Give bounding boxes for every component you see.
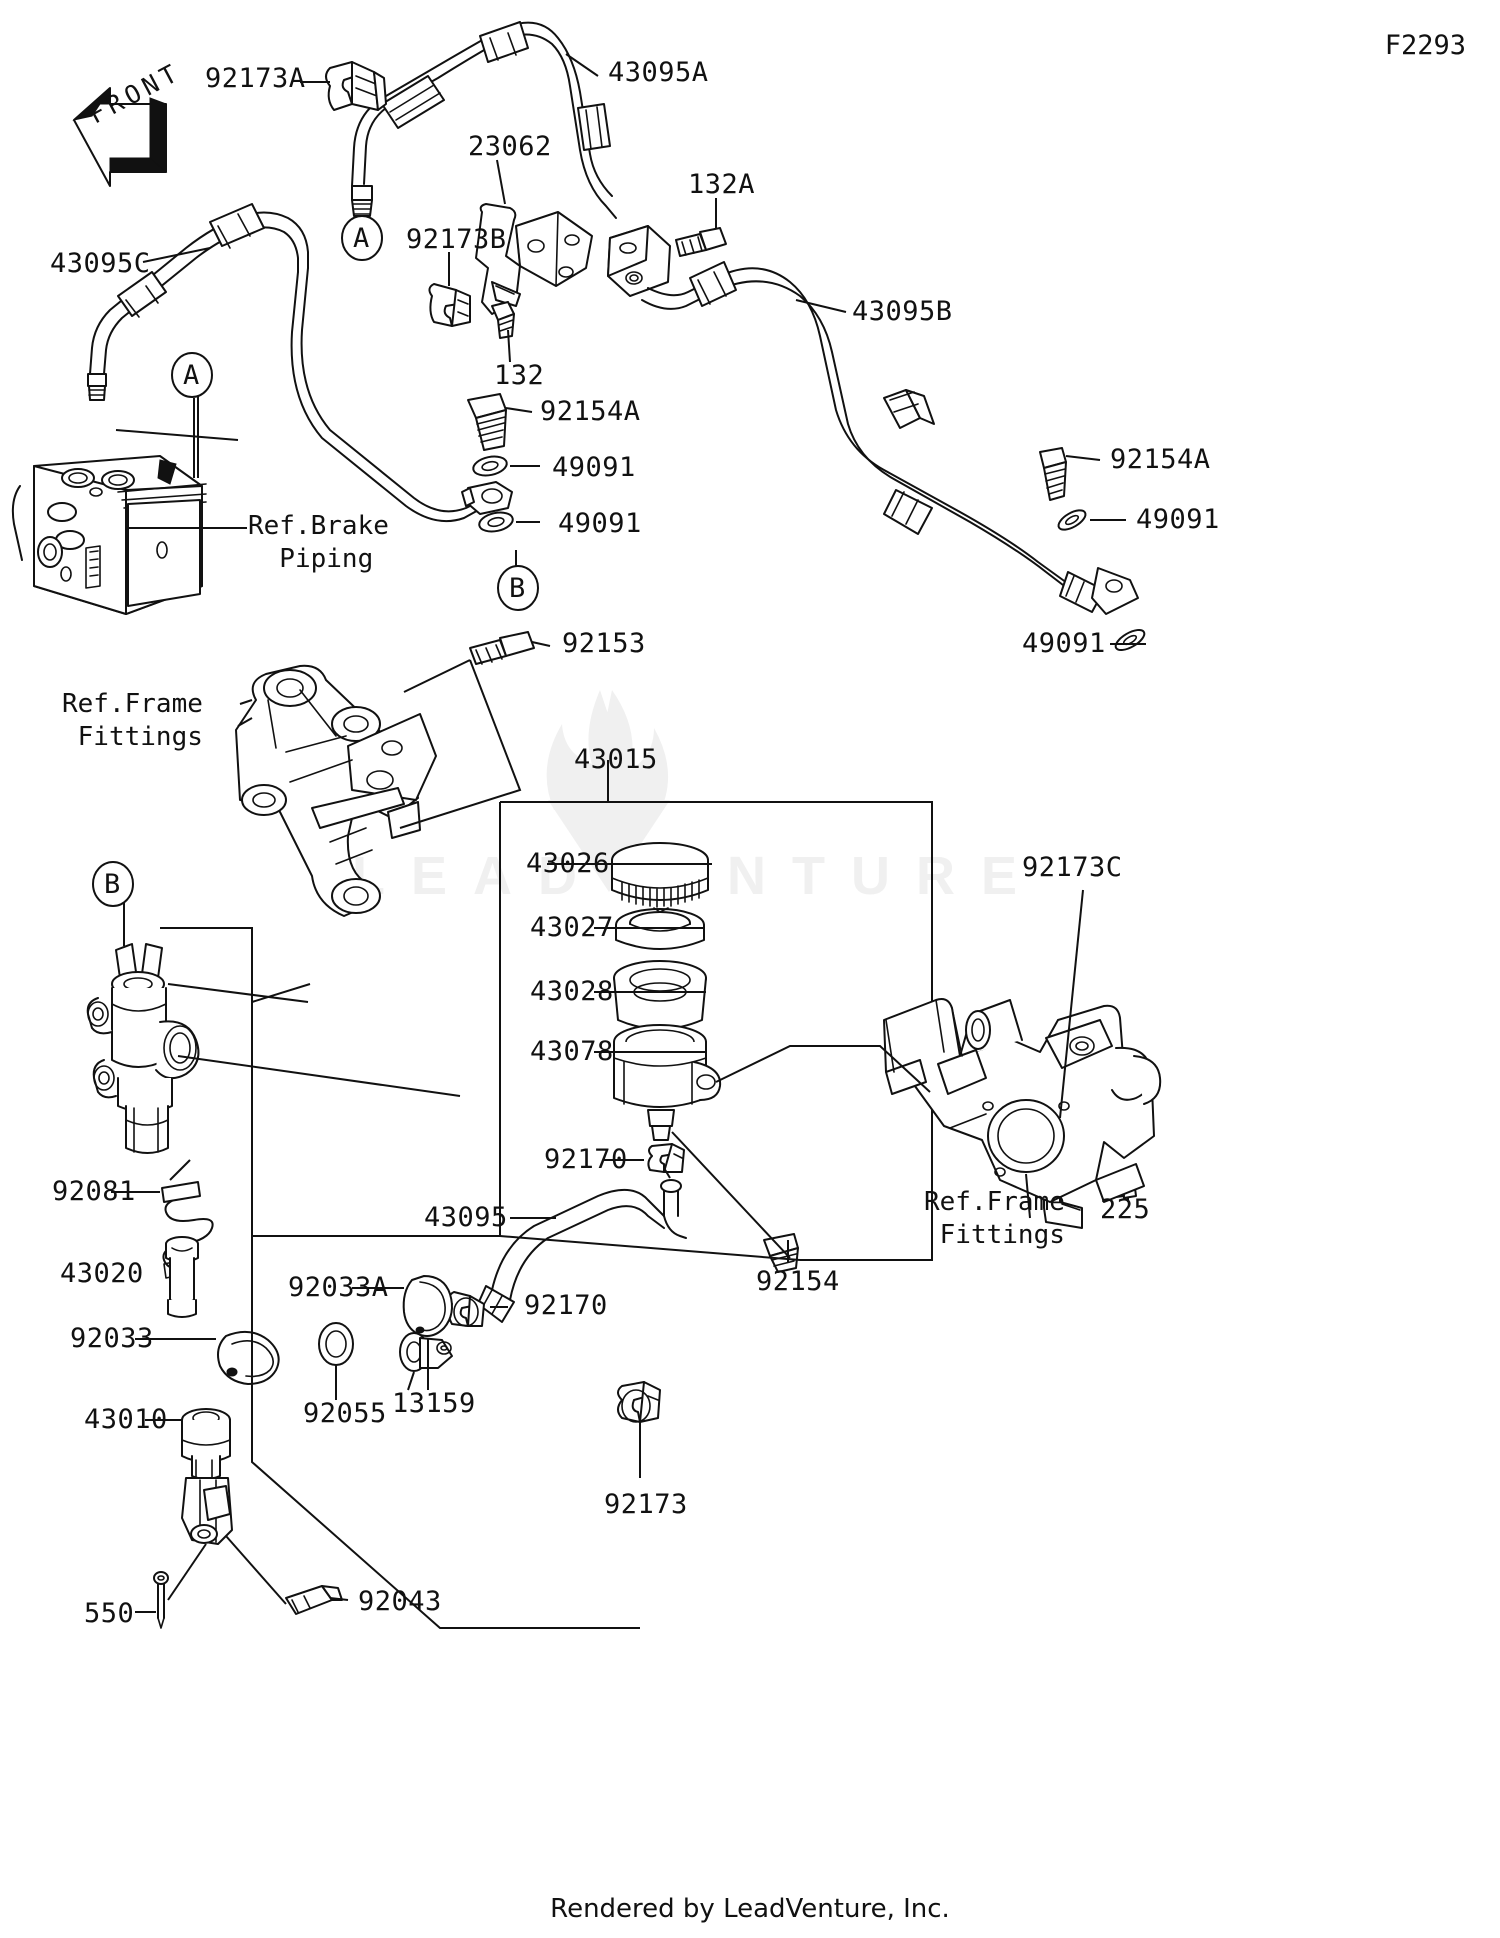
washer-49091-left-upper (472, 455, 508, 477)
part-label-43028[interactable]: 43028 (530, 976, 614, 1007)
piston-43020 (165, 1236, 199, 1318)
snap-ring-92033 (217, 1330, 280, 1385)
push-rod-43010 (181, 1408, 233, 1545)
part-label-49091-l2[interactable]: 49091 (558, 508, 642, 539)
ref-frame-fittings-upper: Ref.Frame Fittings (62, 688, 203, 753)
diaphragm-43028 (613, 960, 707, 1030)
footer-credit: Rendered by LeadVenture, Inc. (550, 1894, 950, 1924)
ref-brake-piping: Ref.Brake Piping (248, 510, 389, 575)
watermark-text: LEADVENTURE (352, 846, 1044, 906)
part-label-92173[interactable]: 92173 (604, 1489, 688, 1520)
part-label-92033[interactable]: 92033 (70, 1323, 154, 1354)
ref-frame-fittings-upper-line1: Ref.Frame (62, 689, 203, 719)
part-label-92043[interactable]: 92043 (358, 1586, 442, 1617)
part-label-92154[interactable]: 92154 (756, 1266, 840, 1297)
front-label: FRONT (80, 57, 186, 174)
part-label-43095C[interactable]: 43095C (50, 248, 151, 279)
part-label-92153[interactable]: 92153 (562, 628, 646, 659)
banjo-fitting-left (461, 481, 513, 515)
spring-92081 (161, 1181, 214, 1279)
callout-b-lower: B (104, 869, 121, 900)
part-label-49091-l1[interactable]: 49091 (552, 452, 636, 483)
part-label-43095B[interactable]: 43095B (852, 296, 953, 327)
snap-ring-92033A (402, 1275, 453, 1337)
bolt-132 (491, 301, 515, 339)
part-label-92081[interactable]: 92081 (52, 1176, 136, 1207)
hose-clamp-92173 (617, 1381, 661, 1423)
part-label-43095[interactable]: 43095 (424, 1202, 508, 1233)
joint-13159 (399, 1332, 453, 1372)
ref-brake-piping-line1: Ref.Brake (248, 511, 389, 541)
ref-frame-fittings-lower: Ref.Frame Fittings (924, 1186, 1065, 1251)
part-label-92170-top[interactable]: 92170 (544, 1144, 628, 1175)
washer-49091-right-lower (1114, 628, 1146, 652)
o-ring-92055 (318, 1322, 354, 1366)
clip-92173A (325, 61, 387, 111)
washer-49091-left-lower (478, 511, 514, 533)
bolt-132A (675, 227, 727, 257)
part-label-92154A-left[interactable]: 92154A (540, 396, 641, 427)
cotter-pin-550 (153, 1571, 169, 1629)
clip-92173B (428, 283, 471, 327)
part-label-132A[interactable]: 132A (688, 169, 756, 200)
bolt-92153 (469, 631, 535, 665)
frame-bracket-lower (883, 998, 1162, 1203)
master-cylinder-body (86, 943, 200, 1154)
part-label-23062[interactable]: 23062 (468, 131, 552, 162)
part-label-92055[interactable]: 92055 (303, 1398, 387, 1429)
pin-92043 (285, 1585, 343, 1615)
hose-clamp-92170-upper (647, 1143, 685, 1173)
part-label-49091-r2[interactable]: 49091 (1022, 628, 1106, 659)
part-label-43026[interactable]: 43026 (526, 848, 610, 879)
part-label-43015[interactable]: 43015 (574, 744, 658, 775)
leader-lines (111, 53, 1146, 1629)
part-label-43020[interactable]: 43020 (60, 1258, 144, 1289)
front-label-text: FRONT (84, 56, 187, 130)
reservoir-43078 (613, 1024, 722, 1141)
sheet-code: F2293 (1384, 30, 1466, 61)
callout-a-top: A (353, 223, 370, 254)
ref-frame-fittings-lower-line2: Fittings (924, 1219, 1065, 1250)
part-label-225[interactable]: 225 (1100, 1194, 1151, 1225)
hose-clamp-92170-lower (448, 1291, 485, 1327)
part-label-43095A[interactable]: 43095A (608, 57, 709, 88)
callout-b-upper: B (509, 573, 526, 604)
diaphragm-plate-43027 (615, 907, 705, 950)
junction-block (607, 225, 671, 297)
banjo-bolt-92154A-right (1039, 447, 1067, 501)
group-box-43015 (160, 760, 933, 1261)
ref-frame-fittings-lower-line1: Ref.Frame (924, 1187, 1065, 1217)
part-label-43010[interactable]: 43010 (84, 1404, 168, 1435)
part-label-49091-r1[interactable]: 49091 (1136, 504, 1220, 535)
abs-modulator-unit (11, 455, 207, 615)
hose-43095A (351, 21, 617, 219)
part-label-92170-bottom[interactable]: 92170 (524, 1290, 608, 1321)
part-label-92173A[interactable]: 92173A (205, 63, 306, 94)
ref-frame-fittings-upper-line2: Fittings (62, 721, 203, 752)
banjo-bolt-92154A-left (467, 393, 507, 451)
part-label-43027[interactable]: 43027 (530, 912, 614, 943)
part-label-550[interactable]: 550 (84, 1598, 135, 1629)
part-label-43078[interactable]: 43078 (530, 1036, 614, 1067)
part-label-92154A-right[interactable]: 92154A (1110, 444, 1211, 475)
callout-a-left: A (183, 360, 200, 391)
ref-brake-piping-line2: Piping (248, 543, 374, 574)
part-label-92033A[interactable]: 92033A (288, 1272, 389, 1303)
washer-49091-right-upper (1057, 509, 1087, 531)
part-label-132[interactable]: 132 (494, 360, 545, 391)
bracket-23062 (475, 203, 593, 315)
part-label-92173C[interactable]: 92173C (1022, 852, 1123, 883)
part-label-92173B[interactable]: 92173B (406, 224, 507, 255)
part-label-13159[interactable]: 13159 (392, 1388, 476, 1419)
